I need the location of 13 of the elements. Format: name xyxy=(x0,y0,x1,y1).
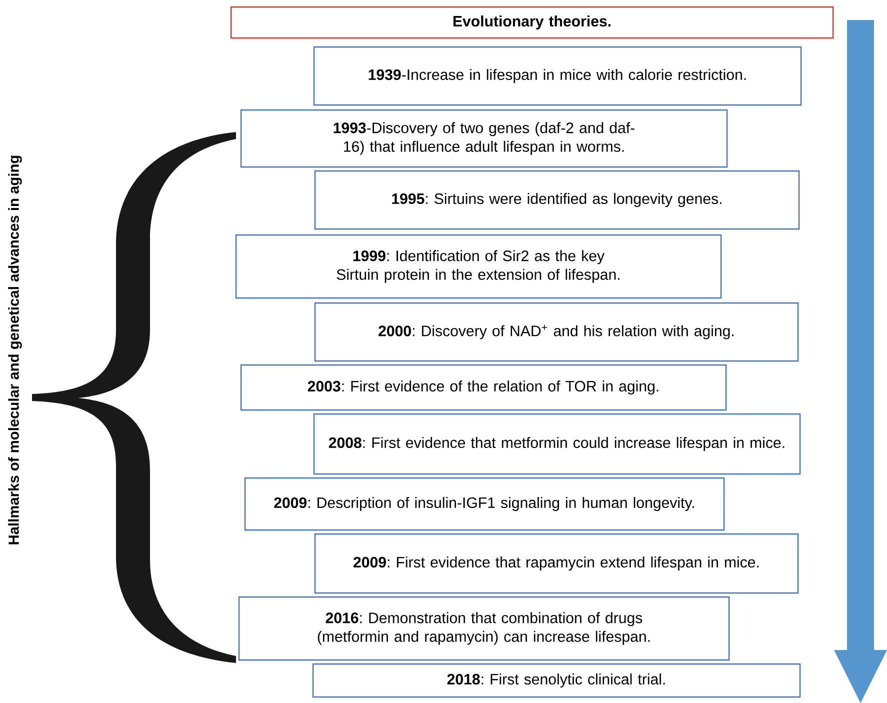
timeline-box: 2000: Discovery of NAD$^{+}$ and his relation with aging. xyxy=(314,302,799,362)
timeline-box: 1995: Sirtuins were identified as longevity genes. xyxy=(314,170,800,230)
title-box: Evolutionary theories. xyxy=(230,6,834,39)
timeline-box: 2016: Demonstration that combination of drugs (metformin and rapamycin) can increase lifespan. xyxy=(238,596,730,661)
timeline-box: 1999: Identification of Sir2 as the key Sirtuin protein in the extension of lifespan. xyxy=(235,234,722,299)
side-label: Hallmarks of molecular and genetical advances in aging xyxy=(8,156,22,544)
timeline-box: 1939-Increase in lifespan in mice with calorie restriction. xyxy=(313,46,802,106)
timeline-box: 2009: Description of insulin-IGF1 signaling in human longevity. xyxy=(244,477,725,531)
timeline-box: 1993-Discovery of two genes (daf-2 and daf-16) that influence adult lifespan in worms. xyxy=(240,109,728,168)
timeline-box: 2008: First evidence that metformin could increase lifespan in mice. xyxy=(313,413,801,475)
timeline-box: 2009: First evidence that rapamycin extend lifespan in mice. xyxy=(314,533,799,594)
timeline-box: 2018: First senolytic clinical trial. xyxy=(312,663,801,698)
timeline-box: 2003: First evidence of the relation of TOR in aging. xyxy=(240,364,727,411)
